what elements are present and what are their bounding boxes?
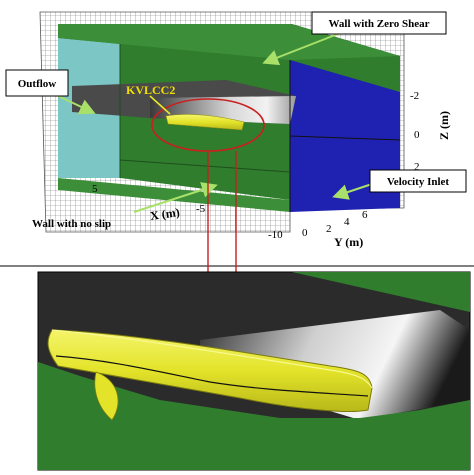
floor-face: [58, 178, 290, 212]
zoom-view: [37, 271, 471, 471]
hull-small: [165, 114, 245, 131]
x-tick-1: 5: [92, 183, 98, 195]
hull-bow: [94, 371, 119, 421]
x-tick-2: -5: [196, 203, 206, 215]
z-axis-label: Z (m): [437, 111, 451, 140]
z-tick-3: 2: [414, 161, 420, 173]
box-edge-4: [119, 159, 291, 173]
arrow-zero-shear: [262, 29, 349, 66]
x-axis-label: X (m): [149, 205, 180, 223]
y-axis-label: Y (m): [334, 235, 363, 249]
hull-waterline: [55, 355, 369, 397]
label-kvlcc2: KVLCC2: [126, 83, 175, 97]
box-edge-3: [289, 135, 401, 141]
z-tick-2: 0: [414, 129, 420, 141]
zoom-wake: [200, 310, 470, 420]
arrow-velocity-inlet: [332, 183, 373, 200]
label-box-outflow: [5, 69, 69, 97]
hull-top-edge: [51, 329, 373, 389]
zoom-green-top: [292, 272, 470, 312]
arrow-outflow: [53, 93, 96, 115]
y-tick-3: 4: [344, 216, 350, 228]
arrow-no-slip: [133, 182, 218, 213]
domain-3d-view: Wall with Zero Shear Outflow KVLCC2 Velo…: [5, 11, 467, 249]
label-no-slip: Wall with no slip: [32, 218, 111, 230]
z-tick-1: -2: [410, 90, 419, 102]
label-outflow: Outflow: [18, 78, 57, 90]
arrow-kvlcc2: [149, 95, 171, 115]
y-tick-2: 2: [326, 223, 332, 235]
y-tick-4: 6: [362, 209, 368, 221]
zoom-green-bottom: [38, 362, 470, 470]
y-tick-1: 0: [302, 227, 308, 239]
label-zero-shear: Wall with Zero Shear: [329, 18, 430, 30]
label-box-velocity-inlet: [369, 169, 467, 193]
label-velocity-inlet: Velocity Inlet: [387, 176, 450, 188]
label-box-zero-shear: [311, 11, 447, 35]
x-tick-3: -10: [268, 229, 283, 241]
